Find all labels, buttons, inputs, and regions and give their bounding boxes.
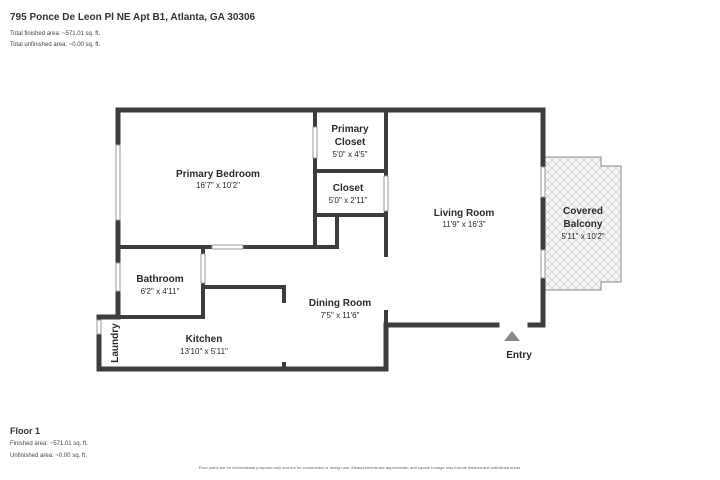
- label-living-room: Living Room: [434, 208, 495, 219]
- exterior-walls: [96, 107, 546, 372]
- dims-kitchen: 13'10" x 5'11": [180, 347, 228, 356]
- label-bathroom: Bathroom: [136, 274, 183, 285]
- dims-primary-bedroom: 16'7" x 10'2": [196, 181, 240, 190]
- window-living-1: [540, 166, 546, 198]
- label-dining-room: Dining Room: [309, 298, 371, 309]
- label-laundry: Laundry: [110, 323, 121, 363]
- total-unfinished-area: Total unfinished area: ~0.00 sq. ft.: [10, 42, 101, 48]
- total-finished-area: Total finished area: ~571.01 sq. ft.: [10, 31, 101, 37]
- floor-finished-area: Finished area: ~571.01 sq. ft.: [10, 441, 88, 447]
- dims-closet: 5'0" x 2'11": [329, 196, 368, 205]
- floor-label: Floor 1: [10, 426, 41, 436]
- dims-primary-closet: 5'0" x 4'5": [333, 150, 368, 159]
- dims-balcony: 5'11" x 10'2": [561, 232, 604, 241]
- dims-bathroom: 6'2" x 4'11": [141, 287, 180, 296]
- label-kitchen: Kitchen: [186, 334, 223, 345]
- label-entry: Entry: [506, 350, 532, 361]
- closet-door: [383, 175, 389, 212]
- label-closet: Closet: [333, 183, 364, 194]
- window-bathroom: [115, 262, 121, 292]
- bedroom-doorway: [211, 244, 244, 250]
- interior-walls: [116, 108, 388, 371]
- entry-arrow-icon: [504, 331, 520, 341]
- closet-doorway: [312, 126, 318, 159]
- label-balcony-2: Balcony: [564, 219, 603, 230]
- label-balcony-1: Covered: [563, 206, 603, 217]
- label-primary-bedroom: Primary Bedroom: [176, 169, 260, 180]
- disclaimer: Floor plans are for informational purpos…: [198, 465, 522, 470]
- bathroom-door: [200, 253, 206, 284]
- windows: [96, 126, 546, 335]
- label-primary-closet-1: Primary: [331, 124, 369, 135]
- window-laundry: [96, 319, 102, 335]
- window-bedroom: [115, 144, 121, 221]
- label-primary-closet-2: Closet: [335, 137, 366, 148]
- dims-dining-room: 7'5" x 11'6": [321, 311, 360, 320]
- window-living-2: [540, 249, 546, 279]
- property-address: 795 Ponce De Leon Pl NE Apt B1, Atlanta,…: [10, 12, 256, 23]
- dims-living-room: 11'9" x 16'3": [442, 220, 485, 229]
- balcony-floor: [544, 156, 622, 291]
- floor-unfinished-area: Unfinished area: ~0.00 sq. ft.: [10, 453, 87, 459]
